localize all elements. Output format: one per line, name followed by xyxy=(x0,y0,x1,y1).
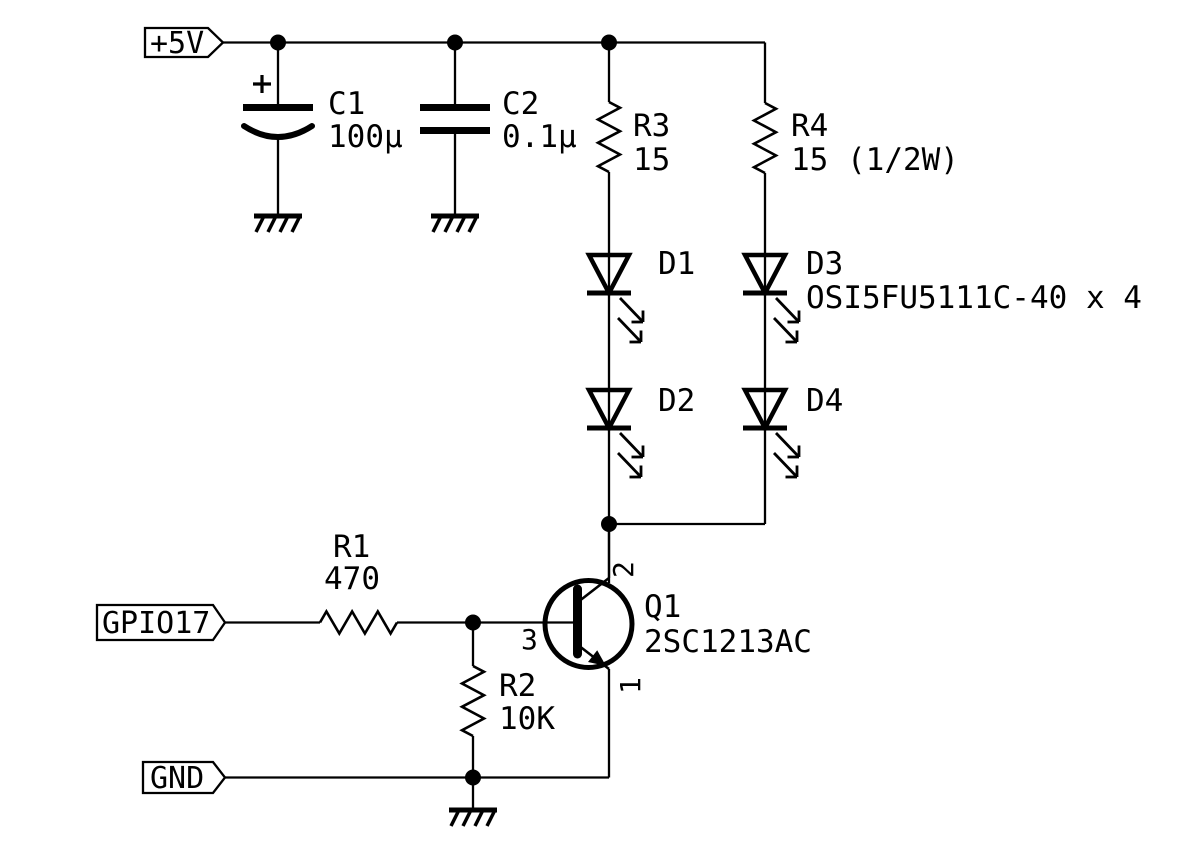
led-d3 xyxy=(743,255,799,342)
c2-value-label: 0.1µ xyxy=(502,119,577,155)
r3-ref-label: R3 xyxy=(633,108,670,144)
gnd-flag: GND xyxy=(141,760,227,796)
r2-value-label: 10K xyxy=(499,701,555,737)
resistor-r2 xyxy=(460,664,486,738)
d1-ref-label: D1 xyxy=(658,246,695,282)
gpio17-flag: GPIO17 xyxy=(95,603,227,642)
gpio17-flag-label: GPIO17 xyxy=(102,606,210,641)
d4-ref-label: D4 xyxy=(806,383,843,419)
q1-value-label: 2SC1213AC xyxy=(644,624,812,660)
r1-ref-label: R1 xyxy=(333,529,370,565)
gnd-flag-label: GND xyxy=(150,761,204,796)
d3-ref-label: D3 xyxy=(806,246,843,282)
resistor-r1 xyxy=(318,608,399,637)
power-flag-label: +5V xyxy=(150,26,204,61)
ground-symbol xyxy=(254,216,302,232)
q1-ref-label: Q1 xyxy=(644,589,681,625)
q1-pin3-label: 3 xyxy=(521,623,538,656)
led-d1 xyxy=(587,255,643,342)
r1-value-label: 470 xyxy=(324,561,380,597)
led-d2 xyxy=(587,390,643,477)
transistor-q1 xyxy=(542,524,635,671)
capacitor-c2 xyxy=(420,104,490,134)
c1-ref-label: C1 xyxy=(328,86,365,122)
r3-value-label: 15 xyxy=(633,142,670,178)
c2-ref-label: C2 xyxy=(502,86,539,122)
power-flag-5v: +5V xyxy=(143,26,225,61)
junction-dot xyxy=(465,614,481,631)
junction-dot xyxy=(601,34,617,51)
led-d4 xyxy=(743,390,799,477)
junction-dots xyxy=(270,34,617,786)
capacitor-c1 xyxy=(241,75,315,140)
c1-value-label: 100µ xyxy=(328,119,403,155)
q1-pin1-label: 1 xyxy=(614,677,647,694)
junction-dot xyxy=(465,769,481,786)
r4-ref-label: R4 xyxy=(791,108,828,144)
junction-dot xyxy=(270,34,286,51)
wires xyxy=(223,41,767,810)
resistor-r4 xyxy=(752,101,778,175)
ground-symbol xyxy=(431,216,479,232)
r4-value-label: 15 (1/2W) xyxy=(791,142,959,178)
junction-dot xyxy=(447,34,463,51)
d3-part-label: OSI5FU5111C-40 x 4 xyxy=(806,280,1142,316)
resistor-r3 xyxy=(596,100,622,174)
plus-mark xyxy=(253,75,271,93)
labels: C1 100µ C2 0.1µ R3 15 R4 15 (1/2W) D1 D2… xyxy=(324,86,1142,737)
q1-pin2-label: 2 xyxy=(607,561,640,578)
ground-symbol xyxy=(449,810,497,826)
r2-ref-label: R2 xyxy=(499,668,536,704)
d2-ref-label: D2 xyxy=(658,383,695,419)
